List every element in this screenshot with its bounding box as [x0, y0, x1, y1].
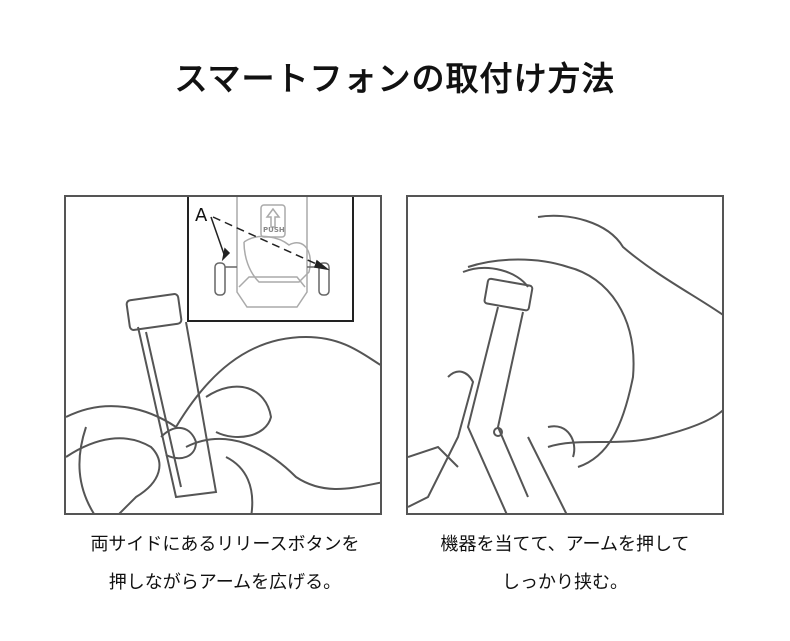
release-button-detail-inset: A PUSH	[187, 197, 354, 322]
hand-clamping-phone-drawing	[408, 214, 722, 513]
page-title: スマートフォンの取付け方法	[174, 59, 616, 98]
callout-label-a: A	[195, 205, 208, 226]
step-2-caption-line-2: しっかり挟む。	[502, 572, 628, 593]
hand-spreading-arms-drawing	[66, 293, 380, 513]
push-button-label: PUSH	[263, 226, 285, 234]
step-2-caption-line-1: 機器を当てて、アームを押して	[440, 534, 690, 555]
step-2-caption: 機器を当てて、アームを押して しっかり挟む。	[395, 526, 735, 602]
step-1-caption-line-2: 押しながらアームを広げる。	[108, 572, 342, 593]
step-1-illustration: A PUSH	[64, 195, 382, 515]
step-1-caption-line-1: 両サイドにあるリリースボタンを	[90, 534, 360, 555]
step-1-caption: 両サイドにあるリリースボタンを 押しながらアームを広げる。	[40, 526, 410, 602]
step-2-illustration	[406, 195, 724, 515]
release-button-detail-drawing	[210, 197, 330, 308]
